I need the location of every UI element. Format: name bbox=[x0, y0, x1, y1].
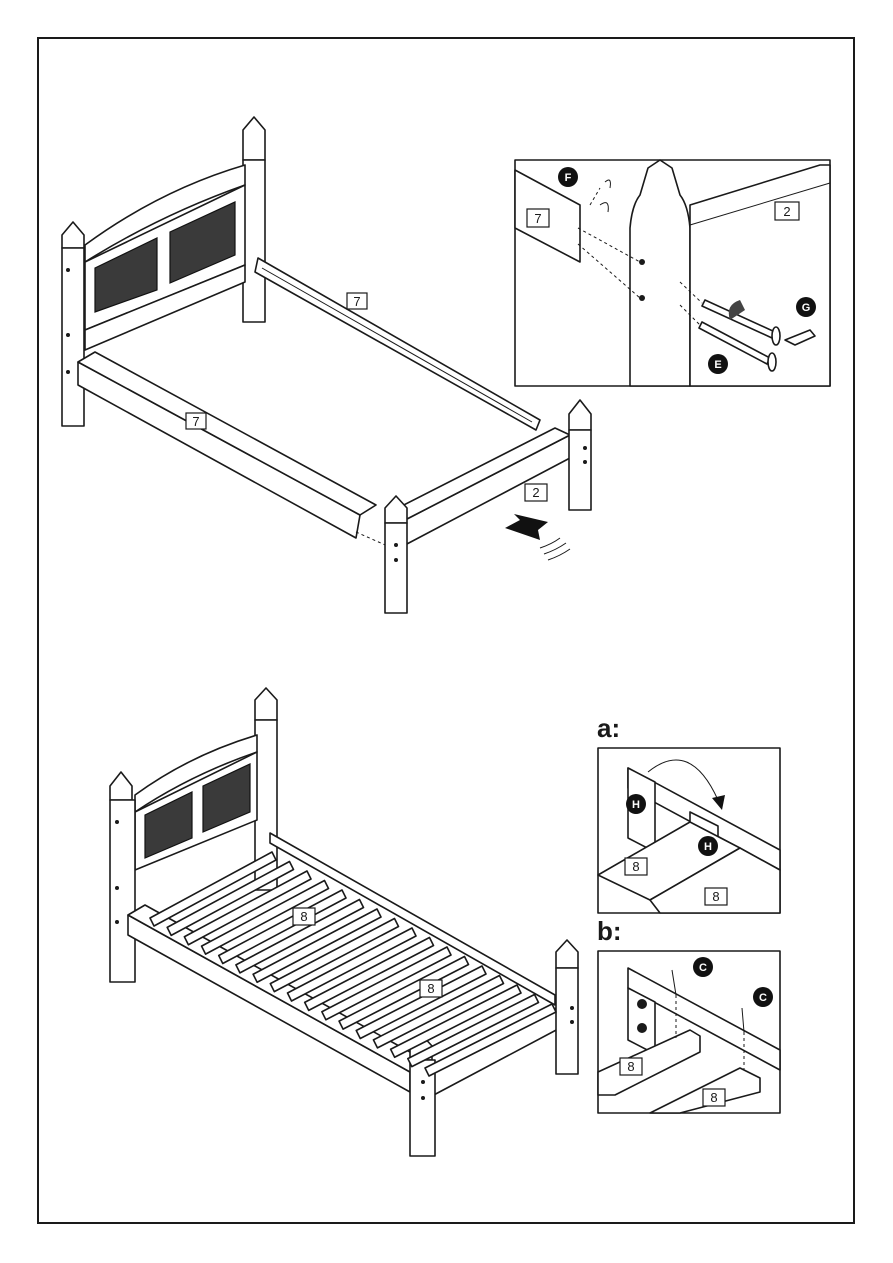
label-footboard-rail: 2 bbox=[532, 485, 539, 500]
push-arrow-icon bbox=[505, 514, 548, 540]
label-slat-b: 8 bbox=[427, 981, 434, 996]
detail-b-title: b: bbox=[597, 916, 622, 946]
headboard-post-right bbox=[243, 160, 265, 322]
fitting-f-label: F bbox=[565, 172, 572, 184]
detail-a-part-1: 8 bbox=[632, 859, 639, 874]
detail-a-title: a: bbox=[597, 713, 620, 743]
footboard-post-finial-right bbox=[569, 400, 591, 430]
footboard-post-left bbox=[385, 523, 407, 613]
detail-b: b: C C 8 8 bbox=[597, 916, 780, 1113]
fitting-e-label: E bbox=[714, 359, 721, 371]
headboard-post-left bbox=[62, 248, 84, 426]
detail-a: a: H H 8 8 bbox=[597, 713, 780, 913]
step2-bed-with-slats: 8 8 bbox=[110, 688, 578, 1156]
headboard-post-finial-left bbox=[62, 222, 84, 248]
headboard-post-finial-right bbox=[243, 117, 265, 160]
step1-detail-box: 7 2 F E G bbox=[515, 160, 830, 386]
detail-label-footboard: 2 bbox=[783, 204, 790, 219]
side-rail-back bbox=[255, 258, 540, 430]
fitting-h2-label: H bbox=[704, 841, 712, 853]
fitting-c1-label: C bbox=[699, 962, 707, 974]
fitting-h1-label: H bbox=[632, 799, 640, 811]
detail-b-part-1: 8 bbox=[627, 1059, 634, 1074]
fitting-g-label: G bbox=[802, 302, 811, 314]
label-side-rail-front: 7 bbox=[192, 414, 199, 429]
side-rail-front bbox=[78, 362, 360, 538]
fitting-c2-label: C bbox=[759, 992, 767, 1004]
label-side-rail-back: 7 bbox=[353, 294, 360, 309]
footboard-post-right bbox=[569, 430, 591, 510]
footboard-post-finial-left bbox=[385, 496, 407, 523]
label-slat-a: 8 bbox=[300, 909, 307, 924]
detail-a-part-2: 8 bbox=[712, 889, 719, 904]
detail-b-part-2: 8 bbox=[710, 1090, 717, 1105]
step1-bed-frame: 7 7 2 bbox=[62, 117, 591, 613]
detail-label-rail: 7 bbox=[534, 211, 541, 226]
